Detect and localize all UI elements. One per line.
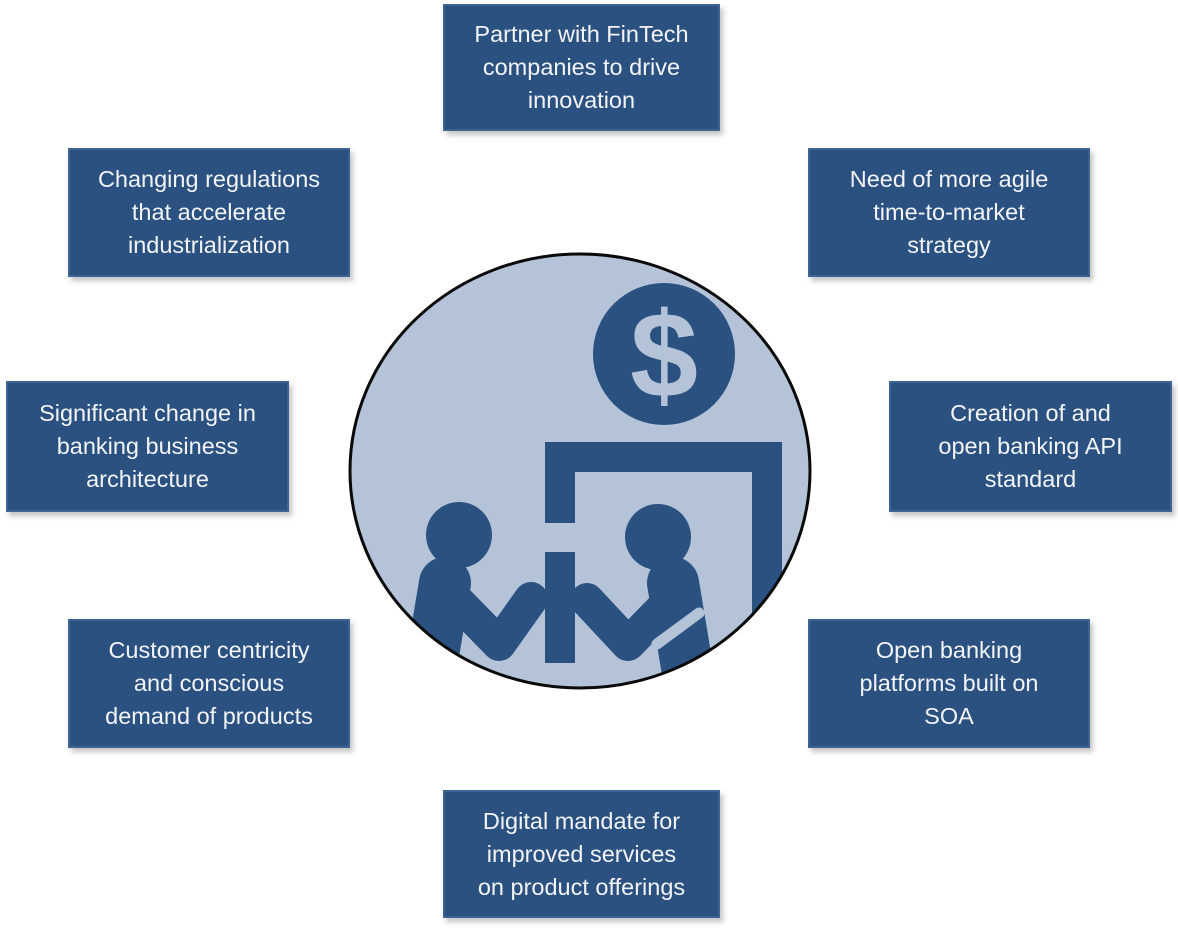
advisor-person-icon [570, 504, 713, 688]
circle-outline [348, 252, 812, 690]
factor-box-digital-mandate: Digital mandate for improved services on… [443, 790, 720, 918]
banking-consultation-icon: $ [348, 252, 812, 690]
factor-box-agile-time-to-market: Need of more agile time-to-market strate… [808, 148, 1090, 277]
screen-frame-icon [545, 442, 782, 663]
dollar-sign: $ [630, 287, 698, 423]
factor-box-changing-regulations: Changing regulations that accelerate ind… [68, 148, 350, 277]
factor-box-partner-fintech: Partner with FinTech companies to drive … [443, 4, 720, 131]
factor-box-open-banking-api: Creation of and open banking API standar… [889, 381, 1172, 512]
center-circle: $ [347, 251, 813, 691]
dollar-coin-icon: $ [593, 283, 735, 425]
factor-box-customer-centricity: Customer centricity and conscious demand… [68, 619, 350, 748]
factor-box-banking-architecture: Significant change in banking business a… [6, 381, 289, 512]
factor-box-soa-platforms: Open banking platforms built on SOA [808, 619, 1090, 748]
